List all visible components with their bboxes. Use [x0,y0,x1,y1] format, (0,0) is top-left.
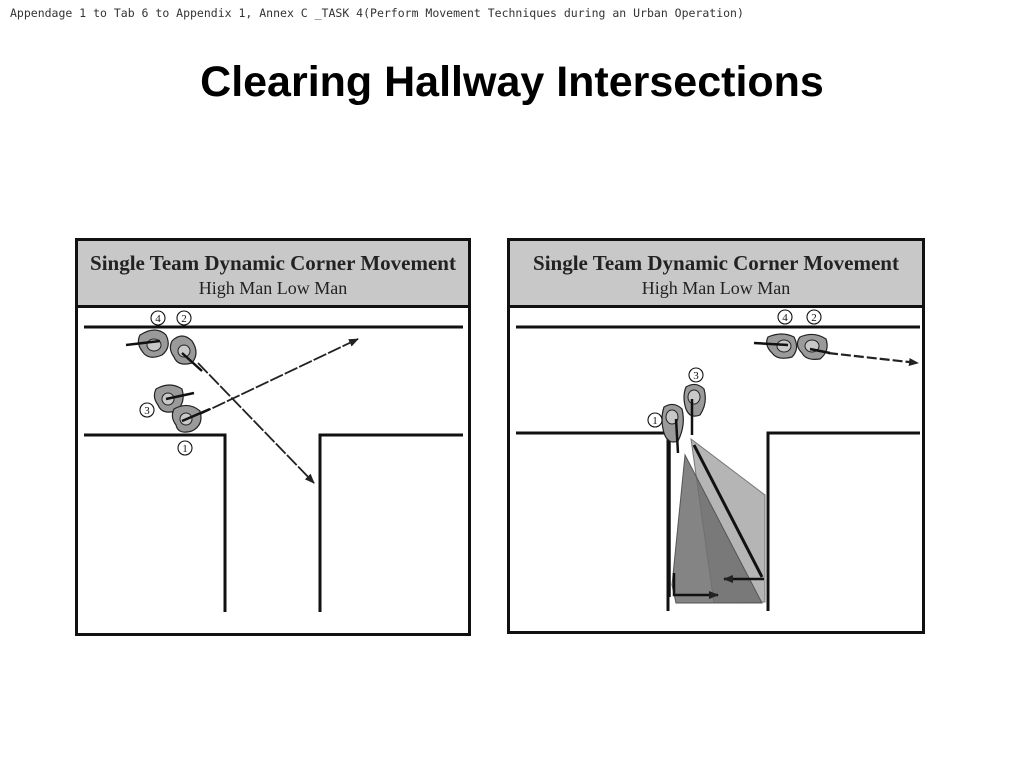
sector-edge-line [692,444,764,578]
diagram-left-title: Single Team Dynamic Corner Movement [90,251,456,275]
soldier-1-icon [661,403,684,454]
soldier-4-icon [753,333,798,359]
soldier-4-icon [125,329,169,358]
position-marker-4: 4 [150,310,166,326]
diagram-left-drawing: 4 2 3 1 [84,310,463,612]
movement-arrow-down-hall [197,338,359,416]
sector-of-fire-dark [671,453,763,604]
position-label-4: 4 [155,313,161,325]
position-marker-3: 3 [688,367,704,383]
position-marker-1: 1 [177,440,193,456]
hallway-left-corner-wall [516,431,670,611]
soldier-1-icon [171,404,211,433]
movement-arrow-down-hall [827,351,919,366]
diagram-left-header: Single Team Dynamic Corner Movement High… [78,241,468,308]
position-marker-4: 4 [777,309,793,325]
document-reference-header: Appendage 1 to Tab 6 to Appendix 1, Anne… [10,6,744,20]
hallway-right-corner-wall [318,433,463,612]
diagram-right: Single Team Dynamic Corner Movement High… [507,238,925,634]
position-marker-2: 2 [176,310,192,326]
soldier-2-icon [796,333,831,360]
diagram-right-header: Single Team Dynamic Corner Movement High… [510,241,922,308]
clearing-arrow-right [672,573,719,599]
position-label-3: 3 [693,370,699,382]
position-label-3: 3 [144,405,150,417]
position-label-2: 2 [811,312,817,324]
position-marker-1: 1 [647,412,663,428]
position-label-1: 1 [652,415,658,427]
diagram-left: Single Team Dynamic Corner Movement High… [75,238,471,636]
diagram-left-subtitle: High Man Low Man [198,278,348,298]
diagram-right-title: Single Team Dynamic Corner Movement [533,251,899,275]
diagram-right-subtitle: High Man Low Man [641,278,791,298]
movement-arrow-to-side-hall [197,362,315,484]
slide-title: Clearing Hallway Intersections [200,58,824,106]
position-label-4: 4 [782,312,788,324]
position-marker-3: 3 [139,402,155,418]
soldier-3-icon [683,383,706,435]
diagram-right-drawing: 4 2 3 1 [516,309,920,611]
position-marker-2: 2 [806,309,822,325]
position-label-1: 1 [182,443,188,455]
soldier-2-icon [169,335,203,372]
hallway-left-corner-wall [84,433,227,612]
hallway-right-corner-wall [766,431,920,611]
position-label-2: 2 [181,313,187,325]
